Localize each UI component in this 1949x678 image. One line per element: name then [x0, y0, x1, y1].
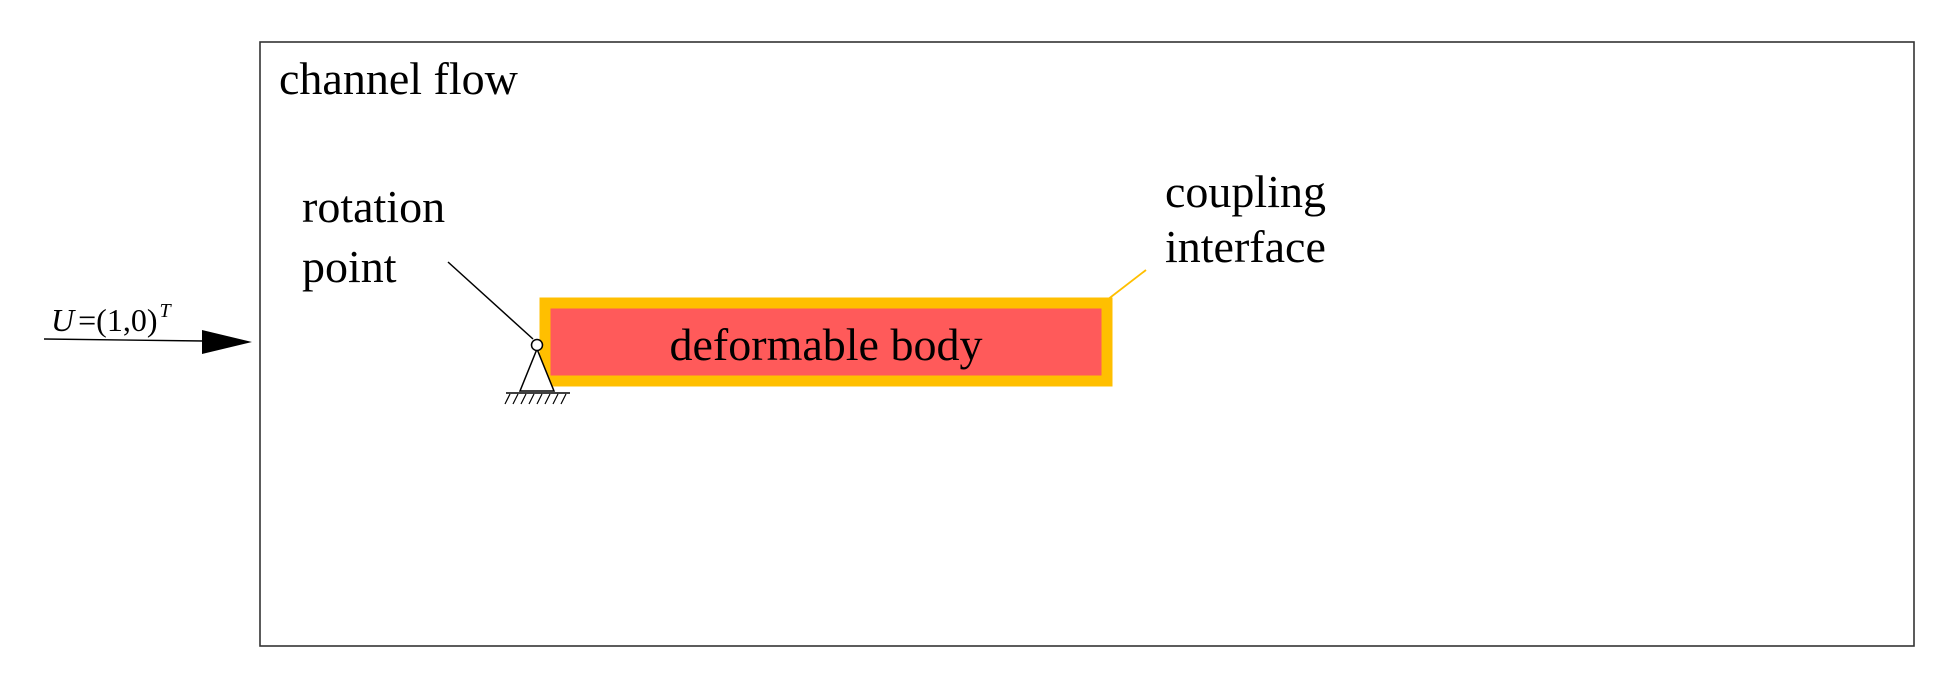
inflow-var: U	[51, 302, 76, 338]
rotation-point-leader	[447, 261, 534, 340]
channel-domain	[259, 41, 1915, 647]
rotation-point-label-line1: rotation	[302, 181, 445, 232]
rotation-point-hinge	[530, 338, 544, 352]
deformable-body	[539, 297, 1113, 387]
rotation-point-label-line2: point	[302, 241, 397, 292]
svg-text:U=(1,0)T: U=(1,0)T	[51, 300, 172, 338]
deformable-body-label: deformable body	[670, 319, 983, 370]
pinned-support-icon	[504, 338, 570, 405]
inflow-label: U=(1,0)T	[51, 300, 172, 338]
inflow-arrow	[43, 330, 252, 354]
coupling-interface-label-line1: coupling	[1165, 166, 1326, 217]
coupling-interface-leader	[1106, 269, 1147, 301]
inflow-vector: (1,0)	[96, 302, 157, 338]
coupling-interface-label-line2: interface	[1165, 221, 1326, 272]
channel-title: channel flow	[279, 53, 519, 104]
inflow-superscript: T	[159, 300, 172, 322]
inflow-equals: =	[78, 302, 96, 338]
